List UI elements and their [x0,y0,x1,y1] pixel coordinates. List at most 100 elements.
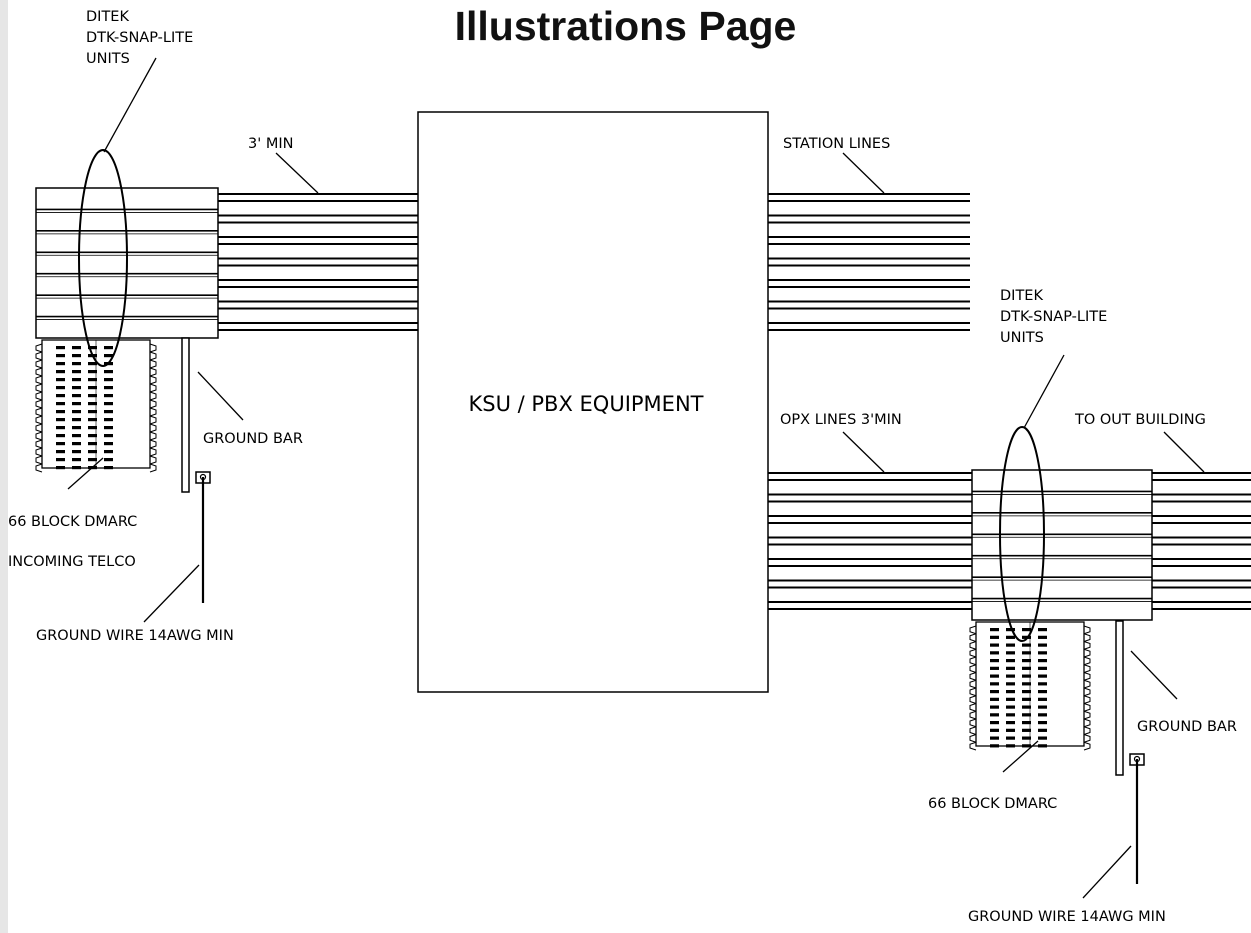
left-units-label-line3: UNITS [86,51,130,67]
block66-clip [72,394,81,398]
block66-tooth [35,351,43,361]
block66-tooth [969,648,977,658]
right-dmarc-label: 66 BLOCK DMARC [928,796,1057,812]
right-ground-bar-label: GROUND BAR [1137,719,1237,735]
block66-clip [72,418,81,422]
right-ground-bar [1115,620,1145,884]
block66-clip [72,354,81,358]
block66-clip [1006,682,1015,686]
block66-tooth [969,718,977,728]
block66-clip [1038,713,1047,717]
left-snap-lite-block [35,187,219,339]
block66-clip [56,410,65,414]
block66-tooth [35,463,43,473]
left-ground-bar-label: GROUND BAR [203,431,303,447]
block66-clip [1006,659,1015,663]
block66-clip [1038,635,1047,639]
block66-clip [1038,682,1047,686]
right-ground-wire-label: GROUND WIRE 14AWG MIN [968,909,1166,925]
block66-tooth [149,455,157,465]
block66-clip [1022,736,1031,740]
block66-clip [1038,728,1047,732]
block66-clip [104,410,113,414]
block66-tooth [969,734,977,743]
block66-clip [1022,705,1031,709]
block66-clip [72,426,81,430]
block66-tooth [1083,687,1091,697]
block66-tooth [1083,648,1091,658]
block66-clip [990,666,999,670]
block66-clip [72,370,81,374]
block66-tooth [1083,695,1091,704]
block66-tooth [35,399,43,409]
block66-clip [56,402,65,406]
block66-clip [990,728,999,732]
leader-lines [67,57,1205,899]
block66-tooth [1083,741,1091,751]
block66-clip [1022,690,1031,694]
block66-clip [1006,674,1015,678]
block66-clip [1006,697,1015,701]
block66-tooth [35,423,43,433]
block66-clip [104,434,113,438]
block66-clip [1022,713,1031,717]
right-units-label-line2: DTK-SNAP-LITE [1000,309,1107,325]
block66-clip [104,442,113,446]
right-snap-lite-block [971,469,1153,621]
block66-tooth [969,656,977,666]
block66-tooth [1083,664,1091,673]
block66-clip [990,635,999,639]
left-units-ellipse [78,149,128,367]
block66-clip [1006,713,1015,717]
block66-tooth [35,343,43,353]
block66-tooth [35,447,43,457]
block66-tooth [969,672,977,681]
block66-clip [1022,659,1031,663]
block66-tooth [35,359,43,369]
left-wire-bundle [218,193,418,331]
block66-clip [88,394,97,398]
block66-tooth [969,695,977,704]
block66-clip [1038,736,1047,740]
block66-clip [1022,744,1031,748]
left-ground-bar [181,337,211,603]
block66-clip [72,434,81,438]
block66-clip [104,458,113,462]
block-frame [971,469,1153,621]
block66-clip [72,442,81,446]
block66-clip [72,402,81,406]
out-building-bundle [1152,472,1251,610]
block66-clip [990,651,999,655]
block66-tooth [969,710,977,720]
block66-clip [990,659,999,663]
block66-tooth [969,703,977,712]
block66-tooth [35,439,43,449]
left-66-block [35,339,157,473]
page-side-strip [0,0,8,933]
block66-clip [104,450,113,454]
block66-clip [1038,705,1047,709]
block66-clip [104,394,113,398]
block66-clip [56,354,65,358]
ksu-pbx-equipment-label: KSU / PBX EQUIPMENT [469,392,704,416]
block66-clip [104,386,113,390]
block66-tooth [969,687,977,697]
block66-clip [1006,666,1015,670]
block66-clip [1022,682,1031,686]
block66-clip [72,450,81,454]
block66-clip [1022,728,1031,732]
block66-clip [990,721,999,725]
block66-clip [72,458,81,462]
block66-tooth [1083,734,1091,743]
block66-clip [88,434,97,438]
block66-tooth [1083,672,1091,681]
block66-clip [88,370,97,374]
block66-clip [990,674,999,678]
block66-clip [88,378,97,382]
block66-clip [1022,697,1031,701]
block66-clip [72,466,81,470]
block66-clip [88,410,97,414]
left-units-label-line1: DITEK [86,9,129,25]
block66-clip [1006,744,1015,748]
block66-tooth [1083,625,1091,635]
